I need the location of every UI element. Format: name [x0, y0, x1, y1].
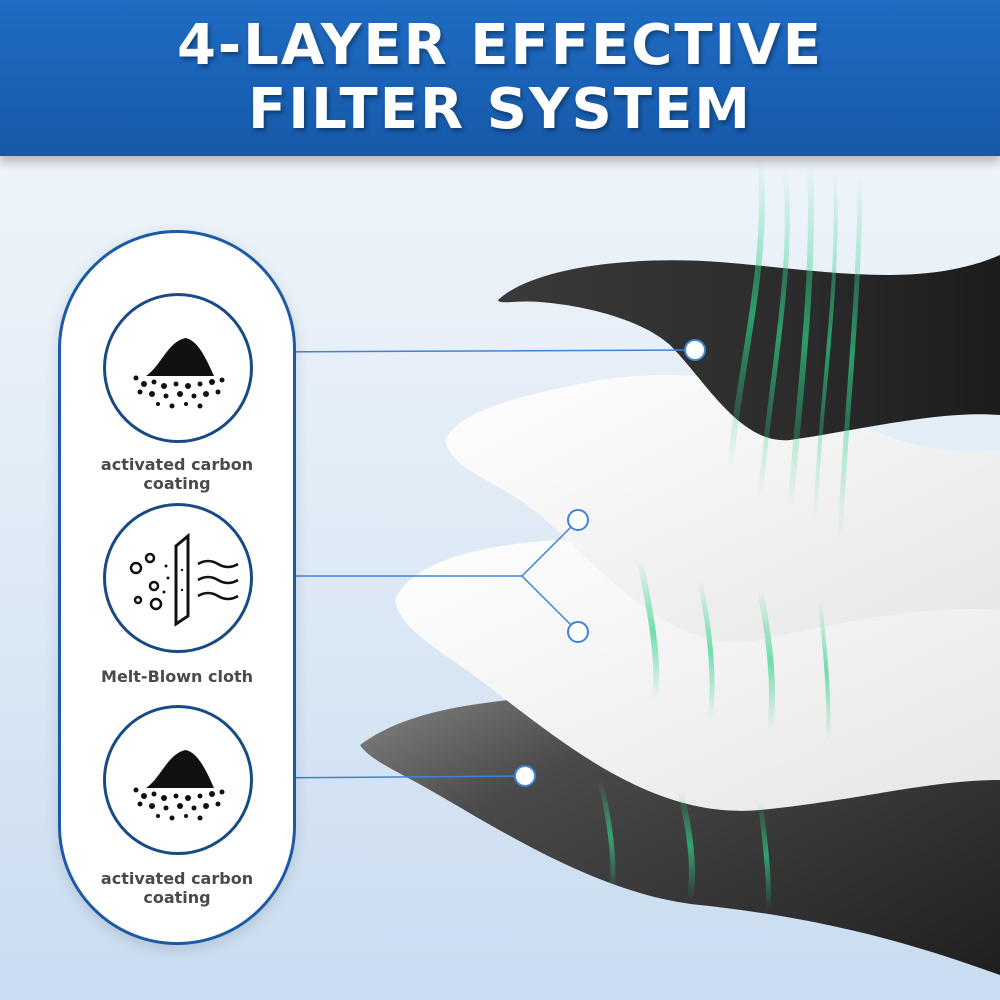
carbon-pile-icon	[103, 293, 253, 443]
label-line: coating	[143, 888, 211, 907]
carbon-pile-icon	[103, 705, 253, 855]
label-line: coating	[143, 474, 211, 493]
header-banner: 4-LAYER EFFECTIVE FILTER SYSTEM	[0, 0, 1000, 156]
title-line-2: FILTER SYSTEM	[248, 77, 752, 142]
feature-panel: activated carbon coating Melt-Blown clot…	[58, 230, 296, 945]
airflow-streaks	[597, 159, 863, 911]
label-line: activated carbon	[100, 869, 254, 888]
feature-label-carbon-1: activated carbon coating	[61, 455, 293, 493]
melt-blown-filter-icon	[103, 503, 253, 653]
title-line-1: 4-LAYER EFFECTIVE	[176, 13, 824, 78]
feature-label-melt-blown: Melt-Blown cloth	[61, 667, 293, 686]
label-line: activated carbon	[100, 455, 254, 474]
label-line: Melt-Blown cloth	[101, 667, 253, 686]
feature-label-carbon-2: activated carbon coating	[61, 869, 293, 907]
upper-melt-blown-layer	[445, 374, 1000, 643]
connector-lines	[257, 349, 696, 779]
connector-dots	[514, 339, 706, 787]
